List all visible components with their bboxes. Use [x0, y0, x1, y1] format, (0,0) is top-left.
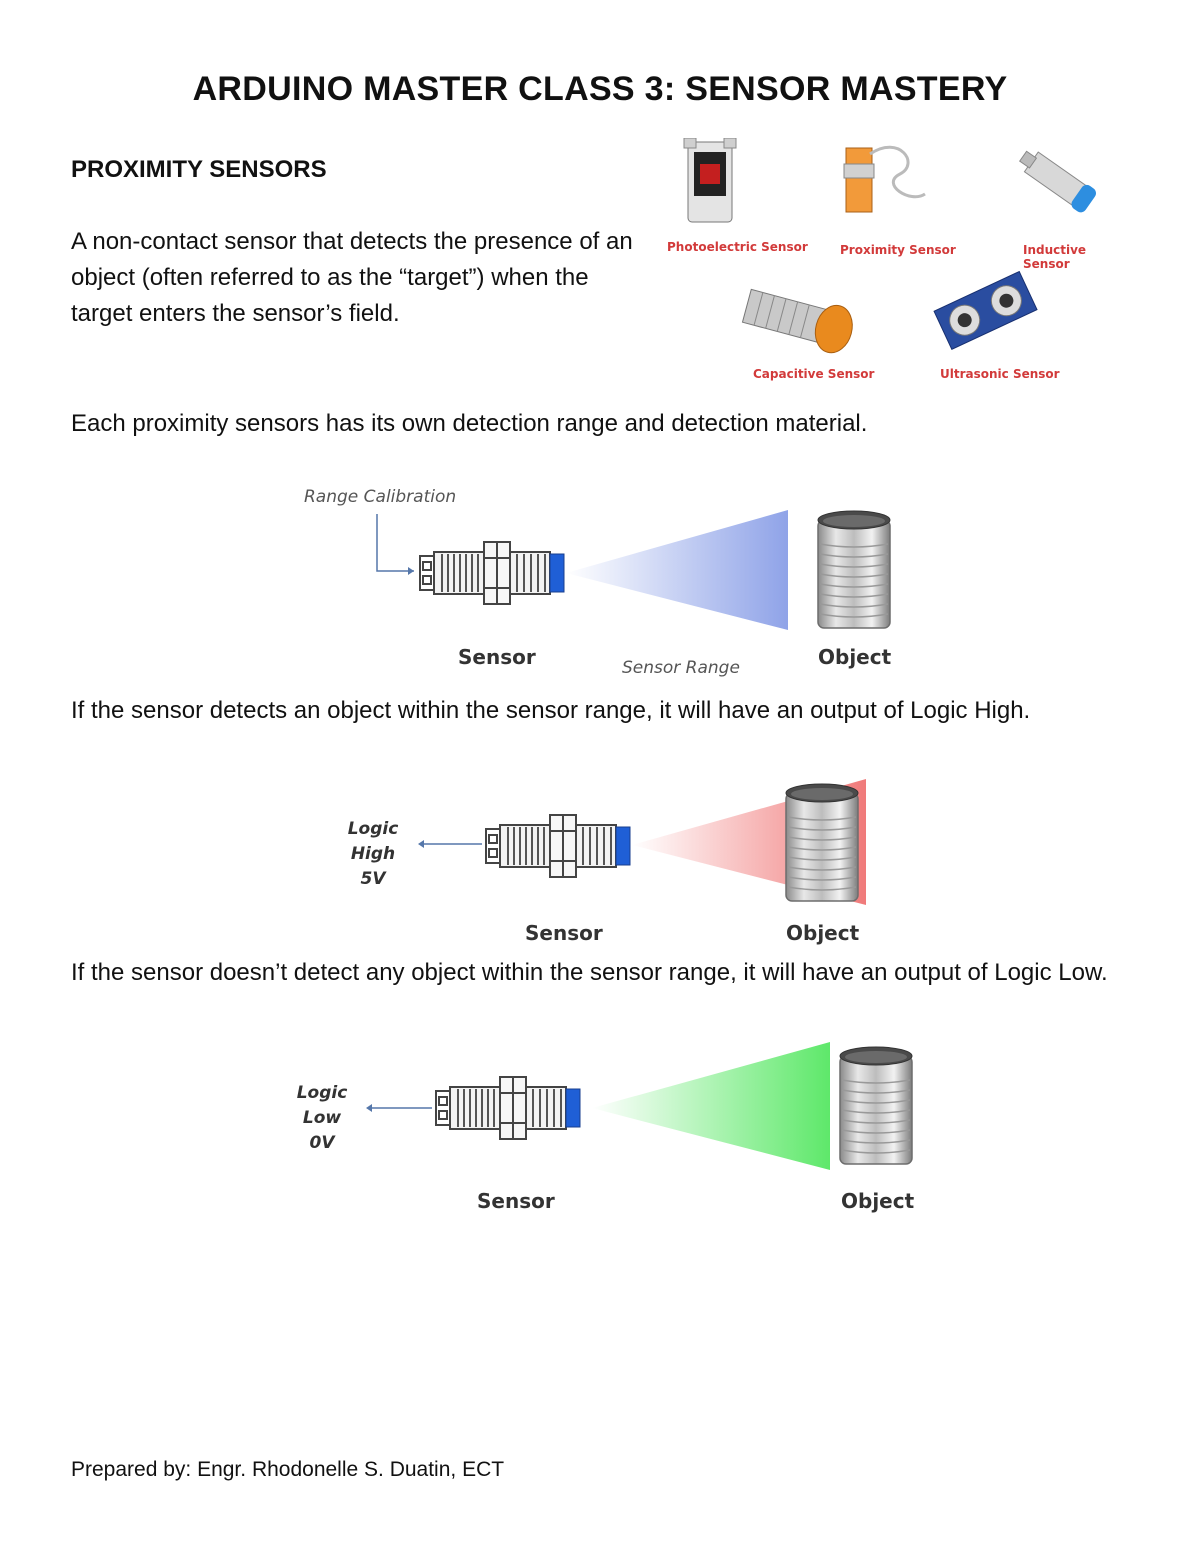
- calibration-arrow: [376, 514, 414, 572]
- photoelectric-sensor-image: [683, 138, 737, 223]
- logic-high-output: Logic High 5V: [328, 817, 418, 892]
- photoelectric-sensor-caption: Photoelectric Sensor: [667, 240, 808, 254]
- sensor-label: Sensor: [525, 921, 603, 945]
- object-can: [785, 783, 859, 902]
- sensor-range-label: Sensor Range: [622, 658, 740, 678]
- logic-high-figure: [418, 779, 866, 905]
- capacitive-sensor-caption: Capacitive Sensor: [753, 367, 875, 381]
- capacitive-sensor-image: [741, 288, 853, 354]
- sensor-label: Sensor: [458, 645, 536, 669]
- sensor-illustration: [485, 814, 631, 878]
- footer-credit: Prepared by: Engr. Rhodonelle S. Duatin,…: [71, 1458, 505, 1481]
- sensor-illustration: [435, 1076, 581, 1140]
- logic-high-voltage: 5V: [360, 869, 386, 889]
- logic-low-label: Logic Low: [296, 1083, 348, 1128]
- logic-low-voltage: 0V: [309, 1133, 335, 1153]
- object-can: [839, 1046, 913, 1165]
- logic-low-paragraph: If the sensor doesn’t detect any object …: [71, 959, 1108, 986]
- logic-low-figure: [366, 1042, 913, 1170]
- sensor-range-cone: [592, 1042, 830, 1170]
- sensor-illustration: [419, 541, 565, 605]
- object-label: Object: [841, 1189, 915, 1213]
- object-label: Object: [786, 921, 860, 945]
- proximity-sensor-caption: Proximity Sensor: [840, 243, 956, 257]
- inductive-sensor-image: [1019, 150, 1096, 213]
- range-paragraph: Each proximity sensors has its own detec…: [71, 410, 868, 437]
- logic-high-paragraph: If the sensor detects an object within t…: [71, 697, 1031, 724]
- ultrasonic-sensor-image: [933, 270, 1038, 350]
- sensor-label: Sensor: [477, 1189, 555, 1213]
- sensor-range-cone: [566, 510, 788, 630]
- proximity-sensor-image: [843, 145, 926, 213]
- document-title: ARDUINO MASTER CLASS 3: SENSOR MASTERY: [192, 70, 1008, 108]
- ultrasonic-sensor-caption: Ultrasonic Sensor: [940, 367, 1060, 381]
- range-calibration-label: Range Calibration: [304, 487, 457, 507]
- inductive-sensor-caption: Inductive Sensor: [1023, 243, 1087, 271]
- sensor-types-figure: Photoelectric Sensor Proximity Sensor In…: [660, 130, 1130, 390]
- object-can: [817, 510, 891, 629]
- logic-low-output: Logic Low 0V: [276, 1081, 368, 1156]
- object-label: Object: [818, 645, 892, 669]
- section-heading: PROXIMITY SENSORS: [71, 156, 327, 183]
- logic-high-label: Logic High: [347, 819, 399, 864]
- definition-paragraph: A non-contact sensor that detects the pr…: [71, 228, 633, 327]
- range-figure: [376, 510, 891, 630]
